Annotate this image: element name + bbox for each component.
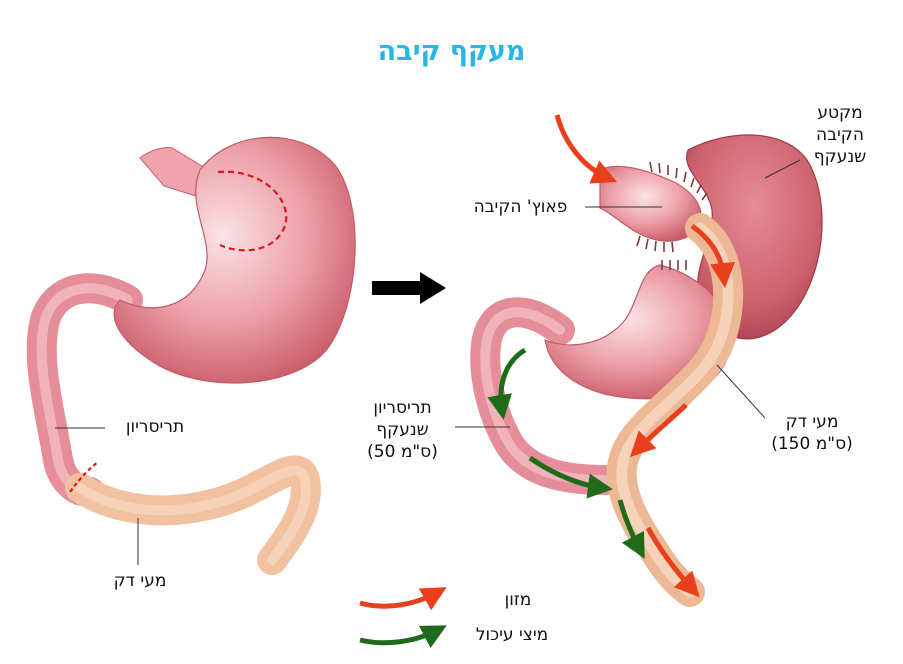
- digestive-arrow-duodenum: [487, 347, 527, 420]
- stomach-body: [113, 136, 356, 384]
- digestive-arrow-join: [528, 455, 613, 499]
- label-bypassed-stomach-2: הקיבה: [816, 125, 864, 145]
- label-stomach-pouch: פאוץ' הקיבה: [473, 197, 568, 217]
- staple-line-bottom: [636, 235, 687, 270]
- normal-stomach-illustration: [26, 136, 356, 575]
- label-small-intestine-after-2: (150 ס"מ): [771, 434, 853, 454]
- label-small-intestine-after-1: מעי דק: [785, 412, 839, 432]
- cut-line-stomach: [217, 170, 288, 252]
- cut-line-duodenum: [69, 461, 99, 493]
- label-duodenum: תריסריון: [125, 417, 185, 437]
- food-arrow-lower: [645, 526, 700, 598]
- legend-food-label: מזון: [504, 590, 532, 610]
- label-bypassed-stomach-1: מקטע: [817, 103, 863, 123]
- legend-digestive-arrow: [359, 625, 447, 649]
- food-arrow-esophagus: [554, 114, 618, 184]
- label-bypassed-duodenum-1: תריסריון: [373, 398, 432, 418]
- digestive-arrow-lower: [617, 499, 645, 559]
- bypass-illustration: [455, 114, 823, 607]
- label-bypassed-duodenum-3: (50 ס"מ): [367, 442, 438, 462]
- label-bypassed-stomach-3: שנעקף: [813, 147, 867, 167]
- food-arrow-pouch: [690, 223, 735, 288]
- staple-line-top: [649, 161, 708, 201]
- label-bypassed-duodenum-2: שנעקף: [376, 420, 429, 440]
- label-small-intestine: מעי דק: [113, 571, 167, 591]
- legend-digestive-label: מיצי עיכול: [475, 625, 549, 645]
- legend-food-arrow: [359, 587, 447, 611]
- diagram-title: מעקף קיבה: [377, 36, 526, 67]
- food-arrow-limb: [629, 403, 688, 458]
- transition-arrow: [372, 272, 446, 304]
